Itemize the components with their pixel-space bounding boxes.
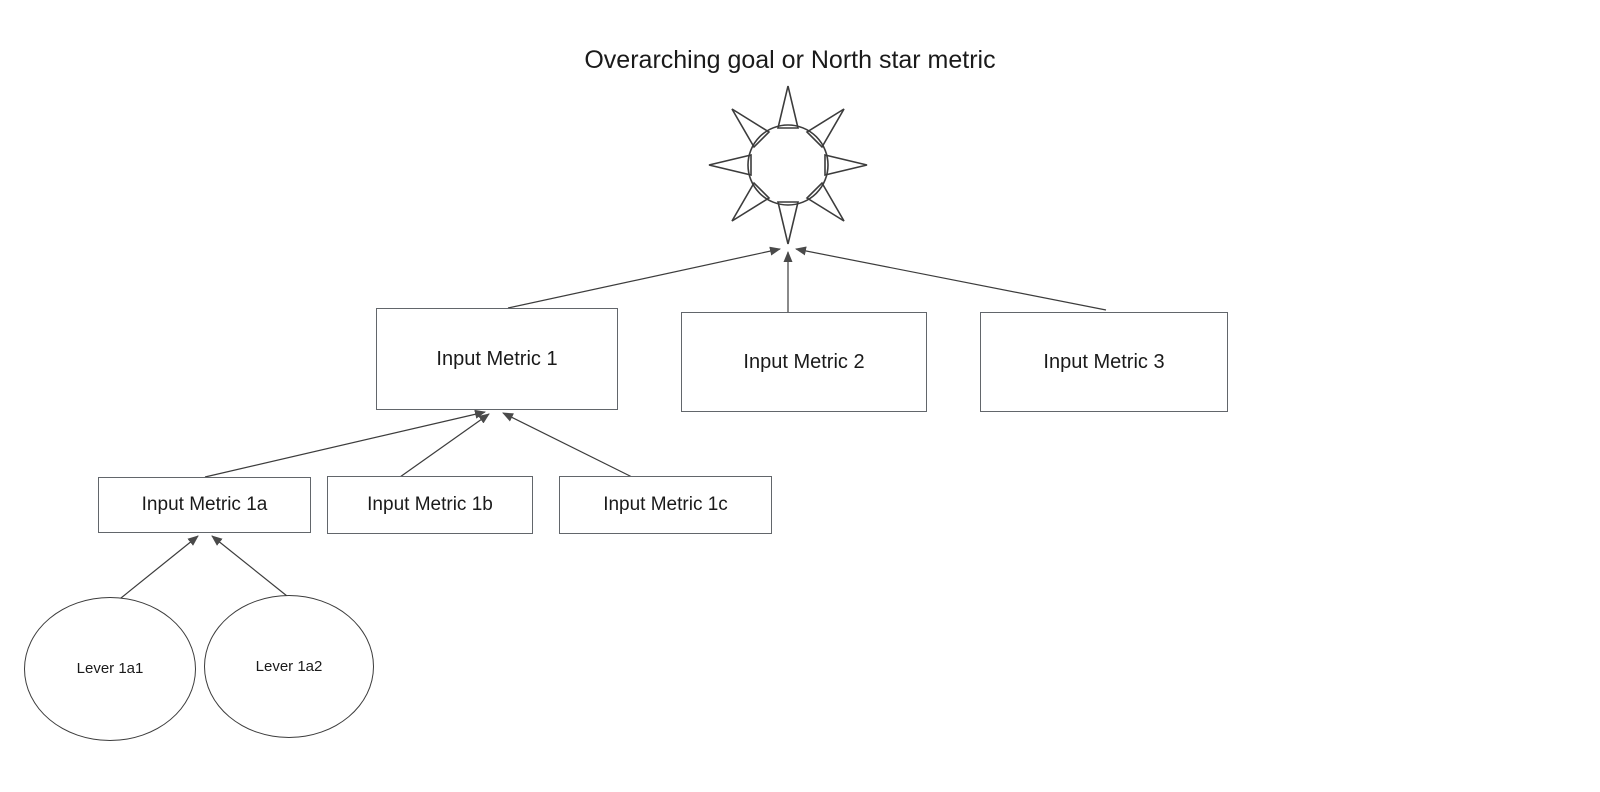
sun-ray-nw-icon [731,108,771,149]
sun-ray-se-icon [805,181,845,222]
node-input-metric-1b-label: Input Metric 1b [367,494,493,516]
node-input-metric-3[interactable]: Input Metric 3 [980,312,1228,412]
node-lever-1a1-label: Lever 1a1 [76,660,144,678]
node-input-metric-1c-label: Input Metric 1c [603,494,728,516]
node-input-metric-2-label: Input Metric 2 [743,350,865,373]
node-lever-1a2[interactable]: Lever 1a2 [204,595,374,738]
sun-ray-sw-icon [731,181,771,222]
sun-ray-ne-icon [805,108,845,149]
sun-ray-n-icon [776,85,800,129]
page-title: Overarching goal or North star metric [584,46,996,74]
sun-ray-w-icon [708,153,752,177]
node-lever-1a2-label: Lever 1a2 [255,657,323,675]
node-input-metric-1b[interactable]: Input Metric 1b [327,476,533,534]
sun-core-icon [747,124,829,206]
edge-metric1-to-goal [507,246,781,309]
node-input-metric-1-label: Input Metric 1 [436,347,558,370]
node-input-metric-3-label: Input Metric 3 [1043,350,1165,373]
edge-metric1a-to-metric1 [204,409,486,478]
edge-lever1a1-to-metric1a [115,535,199,603]
node-input-metric-2[interactable]: Input Metric 2 [681,312,927,412]
sun-icon [708,85,868,245]
node-input-metric-1c[interactable]: Input Metric 1c [559,476,772,534]
edge-metric3-to-goal [795,246,1107,311]
edge-metric1c-to-metric1 [502,412,633,478]
sun-ray-s-icon [776,201,800,245]
edge-lever1a2-to-metric1a [211,535,293,601]
node-input-metric-1a[interactable]: Input Metric 1a [98,477,311,533]
node-input-metric-1[interactable]: Input Metric 1 [376,308,618,410]
edge-metric1b-to-metric1 [399,413,490,478]
node-lever-1a1[interactable]: Lever 1a1 [24,597,196,741]
sun-ray-e-icon [824,153,868,177]
node-input-metric-1a-label: Input Metric 1a [141,494,268,516]
